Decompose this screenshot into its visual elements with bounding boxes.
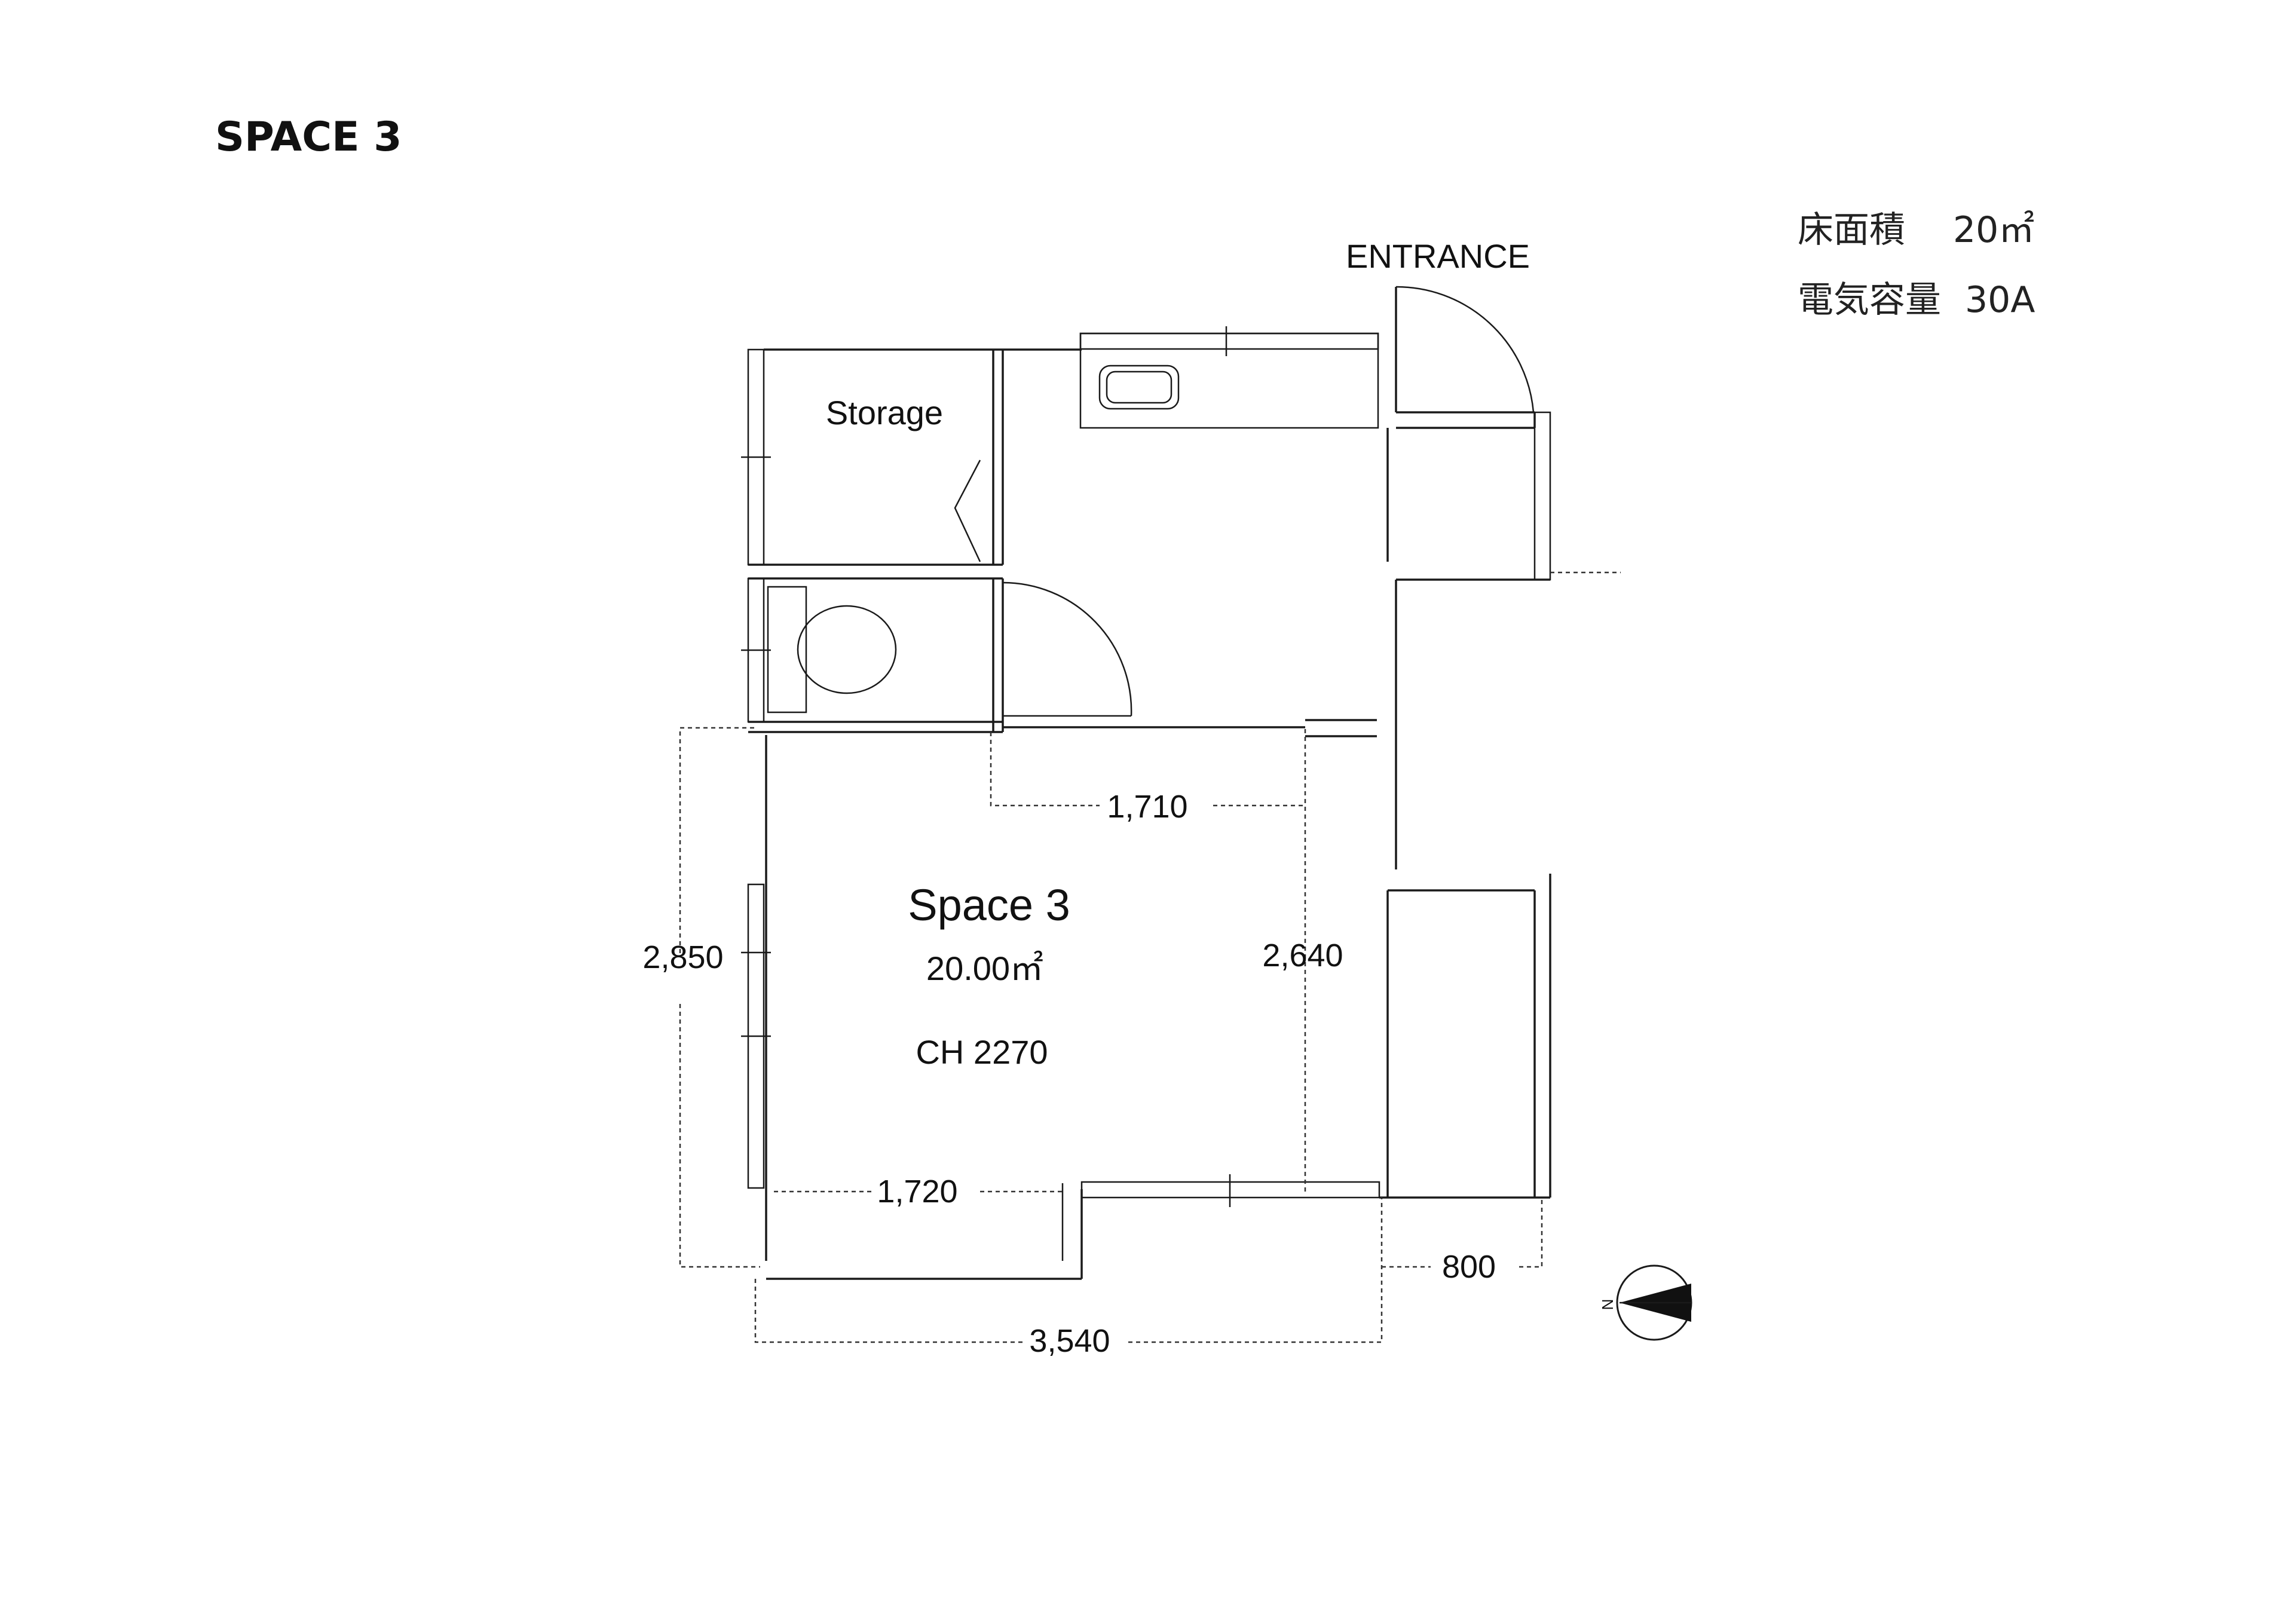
entrance-door — [1395, 286, 1535, 413]
kitchen-counter — [1079, 332, 1379, 429]
dimension-lines — [679, 727, 1543, 1343]
north-arrow-icon: N — [1599, 1264, 1692, 1341]
dim-top-width: 1,710 — [1107, 789, 1187, 825]
entrance-label: ENTRANCE — [1346, 237, 1530, 275]
door-swings — [1002, 286, 1535, 717]
dim-bottom-total: 3,540 — [1029, 1323, 1110, 1359]
power-capacity-label: 電気容量 — [1798, 279, 1941, 321]
storage-label: Storage — [826, 394, 943, 431]
sheet-title: SPACE 3 — [215, 114, 402, 161]
storage-bifold-door — [954, 460, 981, 562]
floor-area-label: 床面積 — [1798, 209, 1905, 251]
dim-side-corridor: 800 — [1442, 1249, 1496, 1285]
plan-walls — [741, 287, 1621, 1280]
dim-left-depth: 2,850 — [642, 939, 723, 975]
ceiling-height: CH 2270 — [916, 1033, 1048, 1071]
toilet-door — [1002, 581, 1132, 716]
room-name: Space 3 — [908, 880, 1070, 930]
corridor-right-window — [1533, 411, 1551, 581]
toilet-fixture — [767, 586, 897, 713]
room-area: 20.00㎡ — [926, 950, 1043, 987]
kitchen-sink — [1098, 365, 1180, 410]
north-label: N — [1599, 1299, 1617, 1310]
dim-bottom-inner: 1,720 — [877, 1174, 957, 1209]
floor-area-value: 20㎡ — [1953, 209, 2034, 251]
power-capacity-value: 30A — [1965, 279, 2035, 321]
dim-right-depth: 2,640 — [1262, 938, 1343, 973]
